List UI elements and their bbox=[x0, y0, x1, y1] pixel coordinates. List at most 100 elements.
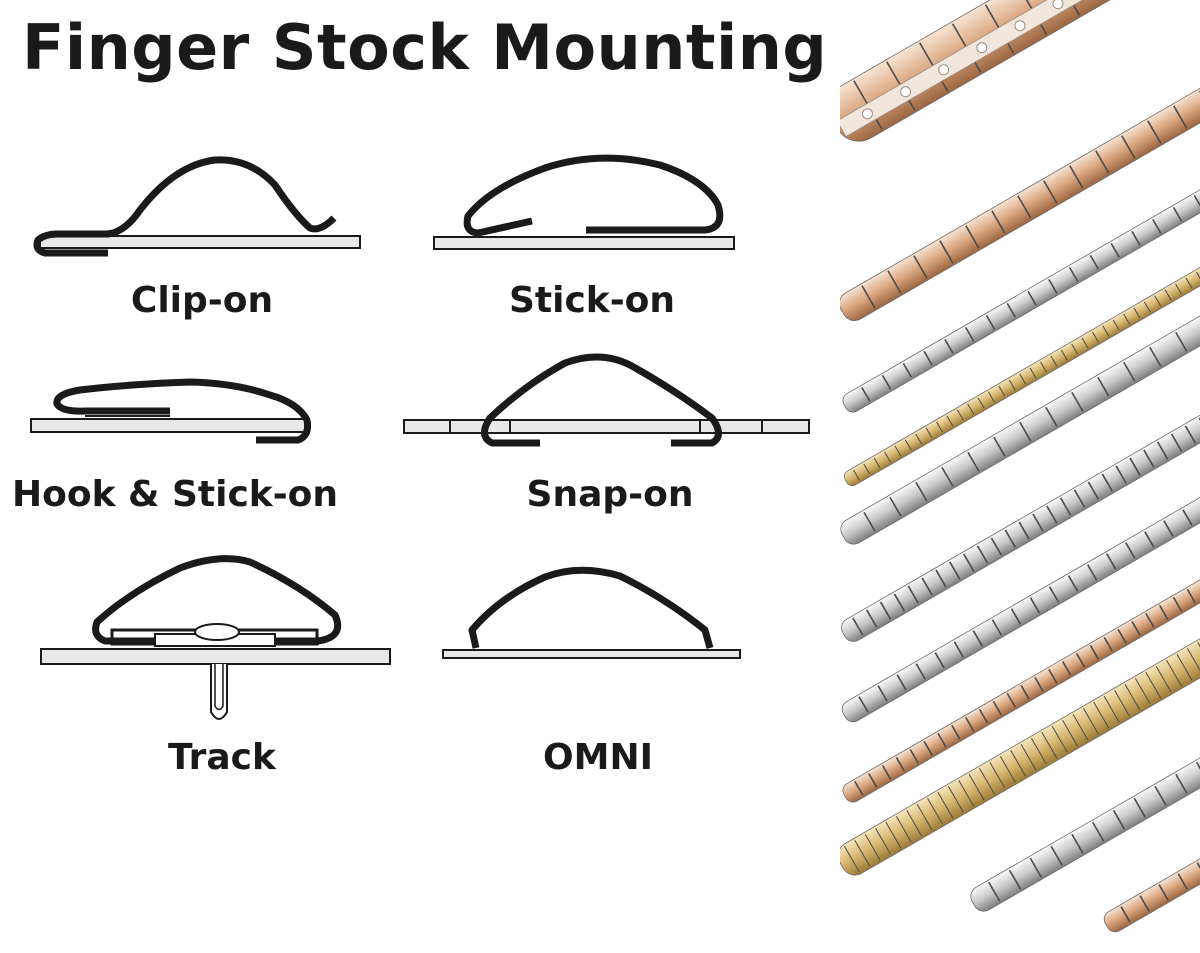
strip-finger-slot bbox=[1102, 325, 1110, 337]
strip-finger-slot bbox=[1095, 150, 1110, 174]
strip-finger-slot bbox=[863, 511, 876, 532]
strip-finger-slot bbox=[852, 617, 864, 636]
product-strip-gold bbox=[840, 595, 1200, 876]
clip-on-panel bbox=[39, 235, 361, 249]
omni-spring bbox=[468, 566, 714, 649]
strip-finger-slot bbox=[992, 701, 1003, 716]
strip-finger-slot bbox=[1029, 857, 1043, 878]
strip-finger-slot bbox=[965, 717, 975, 732]
strip-finger-slot bbox=[1020, 685, 1030, 700]
strip-finger-slot bbox=[923, 741, 933, 756]
strip-finger-slot bbox=[1081, 337, 1089, 349]
strip-finger-slot bbox=[896, 674, 907, 691]
strip-finger-slot bbox=[921, 577, 933, 596]
strip-finger-slot bbox=[963, 553, 975, 572]
flange-hole bbox=[900, 86, 912, 98]
label-omni: OMNI bbox=[543, 737, 653, 778]
strip-finger-slot bbox=[1123, 313, 1131, 325]
strip-finger-slot bbox=[1124, 684, 1141, 711]
strip-finger-slot bbox=[939, 240, 954, 264]
strip-finger-slot bbox=[991, 210, 1006, 234]
strip-finger-slot bbox=[1175, 283, 1182, 295]
strip-finger-slot bbox=[854, 840, 871, 867]
track-spring bbox=[92, 555, 342, 645]
strip-finger-slot bbox=[1010, 750, 1027, 777]
strip-finger-slot bbox=[1010, 608, 1022, 625]
strip-finger-slot bbox=[1182, 509, 1193, 526]
strip-finger-slot bbox=[934, 652, 945, 669]
strip-finger-slot bbox=[1184, 425, 1197, 444]
strip-finger-slot bbox=[907, 585, 919, 604]
strip-finger-slot bbox=[1154, 295, 1162, 307]
page-title: Finger Stock Mounting bbox=[22, 11, 828, 84]
strip-finger-slot bbox=[923, 351, 933, 366]
stick-on-spring bbox=[463, 154, 724, 237]
strip-finger-slot bbox=[937, 733, 947, 748]
strip-finger-slot bbox=[958, 780, 975, 807]
strip-finger-slot bbox=[1145, 672, 1162, 699]
strip-finger-slot bbox=[968, 774, 985, 801]
stick-on-panel bbox=[433, 236, 735, 250]
flange-hole bbox=[976, 42, 988, 54]
flange-hole bbox=[938, 64, 950, 76]
strip-finger-slot bbox=[909, 749, 919, 764]
strip-finger-slot bbox=[902, 363, 913, 378]
strip-body bbox=[840, 595, 1200, 876]
strip-finger-slot bbox=[1112, 809, 1126, 830]
strip-finger-slot bbox=[866, 609, 878, 628]
strip-finger-slot bbox=[1004, 529, 1016, 548]
strip-body bbox=[840, 43, 1200, 322]
strip-finger-slot bbox=[1133, 797, 1146, 818]
strip-finger-slot bbox=[1131, 231, 1141, 246]
hook-stick-on-diagram bbox=[30, 378, 312, 444]
flange-body bbox=[840, 0, 1200, 138]
strip-finger-slot bbox=[979, 768, 995, 795]
strip-finger-slot bbox=[988, 391, 995, 403]
strip-finger-slot bbox=[881, 375, 892, 390]
strip-finger-slot bbox=[1131, 621, 1141, 636]
strip-finger-slot bbox=[1091, 331, 1099, 343]
strip-finger-slot bbox=[1060, 497, 1072, 516]
stick-on-diagram bbox=[433, 154, 735, 250]
strip-finger-slot bbox=[936, 421, 943, 433]
strip-finger-slot bbox=[1144, 531, 1155, 548]
strip-finger-slot bbox=[990, 537, 1003, 556]
strip-finger-slot bbox=[1017, 195, 1032, 219]
strip-finger-slot bbox=[885, 822, 902, 849]
strip-finger-slot bbox=[925, 427, 933, 439]
snap-on-diagram bbox=[403, 353, 810, 447]
strip-finger-slot bbox=[1166, 660, 1182, 687]
strip-finger-slot bbox=[965, 225, 980, 249]
strip-body bbox=[840, 268, 1200, 545]
strip-finger-slot bbox=[1110, 243, 1120, 258]
strip-finger-slot bbox=[1164, 289, 1172, 301]
strip-mounting-flange bbox=[840, 0, 1200, 138]
strip-finger-slot bbox=[887, 270, 902, 294]
strip-finger-slot bbox=[1143, 301, 1151, 313]
strip-finger-slot bbox=[1172, 207, 1183, 222]
strip-finger-slot bbox=[894, 445, 902, 457]
strip-finger-slot bbox=[915, 433, 923, 445]
strip-finger-slot bbox=[1048, 279, 1058, 294]
flange-hole bbox=[861, 108, 873, 120]
strip-finger-slot bbox=[949, 561, 961, 580]
product-strip-steel bbox=[842, 140, 1200, 413]
strip-finger-slot bbox=[1115, 465, 1127, 484]
snap-on-panel bbox=[403, 419, 810, 434]
track-rivet bbox=[210, 664, 228, 720]
strip-finger-slot bbox=[1121, 135, 1136, 159]
strip-finger-slot bbox=[1069, 165, 1084, 189]
clip-on-diagram bbox=[33, 156, 361, 257]
strip-finger-slot bbox=[1195, 761, 1200, 782]
strip-finger-slot bbox=[1175, 773, 1188, 794]
strip-finger-slot bbox=[861, 387, 871, 402]
strip-finger-slot bbox=[906, 810, 923, 837]
strip-finger-slot bbox=[998, 385, 1006, 397]
strip-finger-slot bbox=[916, 804, 933, 831]
strip-finger-slot bbox=[989, 762, 1006, 789]
strip-finger-slot bbox=[1163, 520, 1174, 537]
strip-finger-slot bbox=[993, 436, 1006, 457]
strip-finger-slot bbox=[1050, 845, 1063, 866]
product-strip-steel bbox=[840, 268, 1200, 545]
strip-finger-slot bbox=[1089, 645, 1100, 660]
